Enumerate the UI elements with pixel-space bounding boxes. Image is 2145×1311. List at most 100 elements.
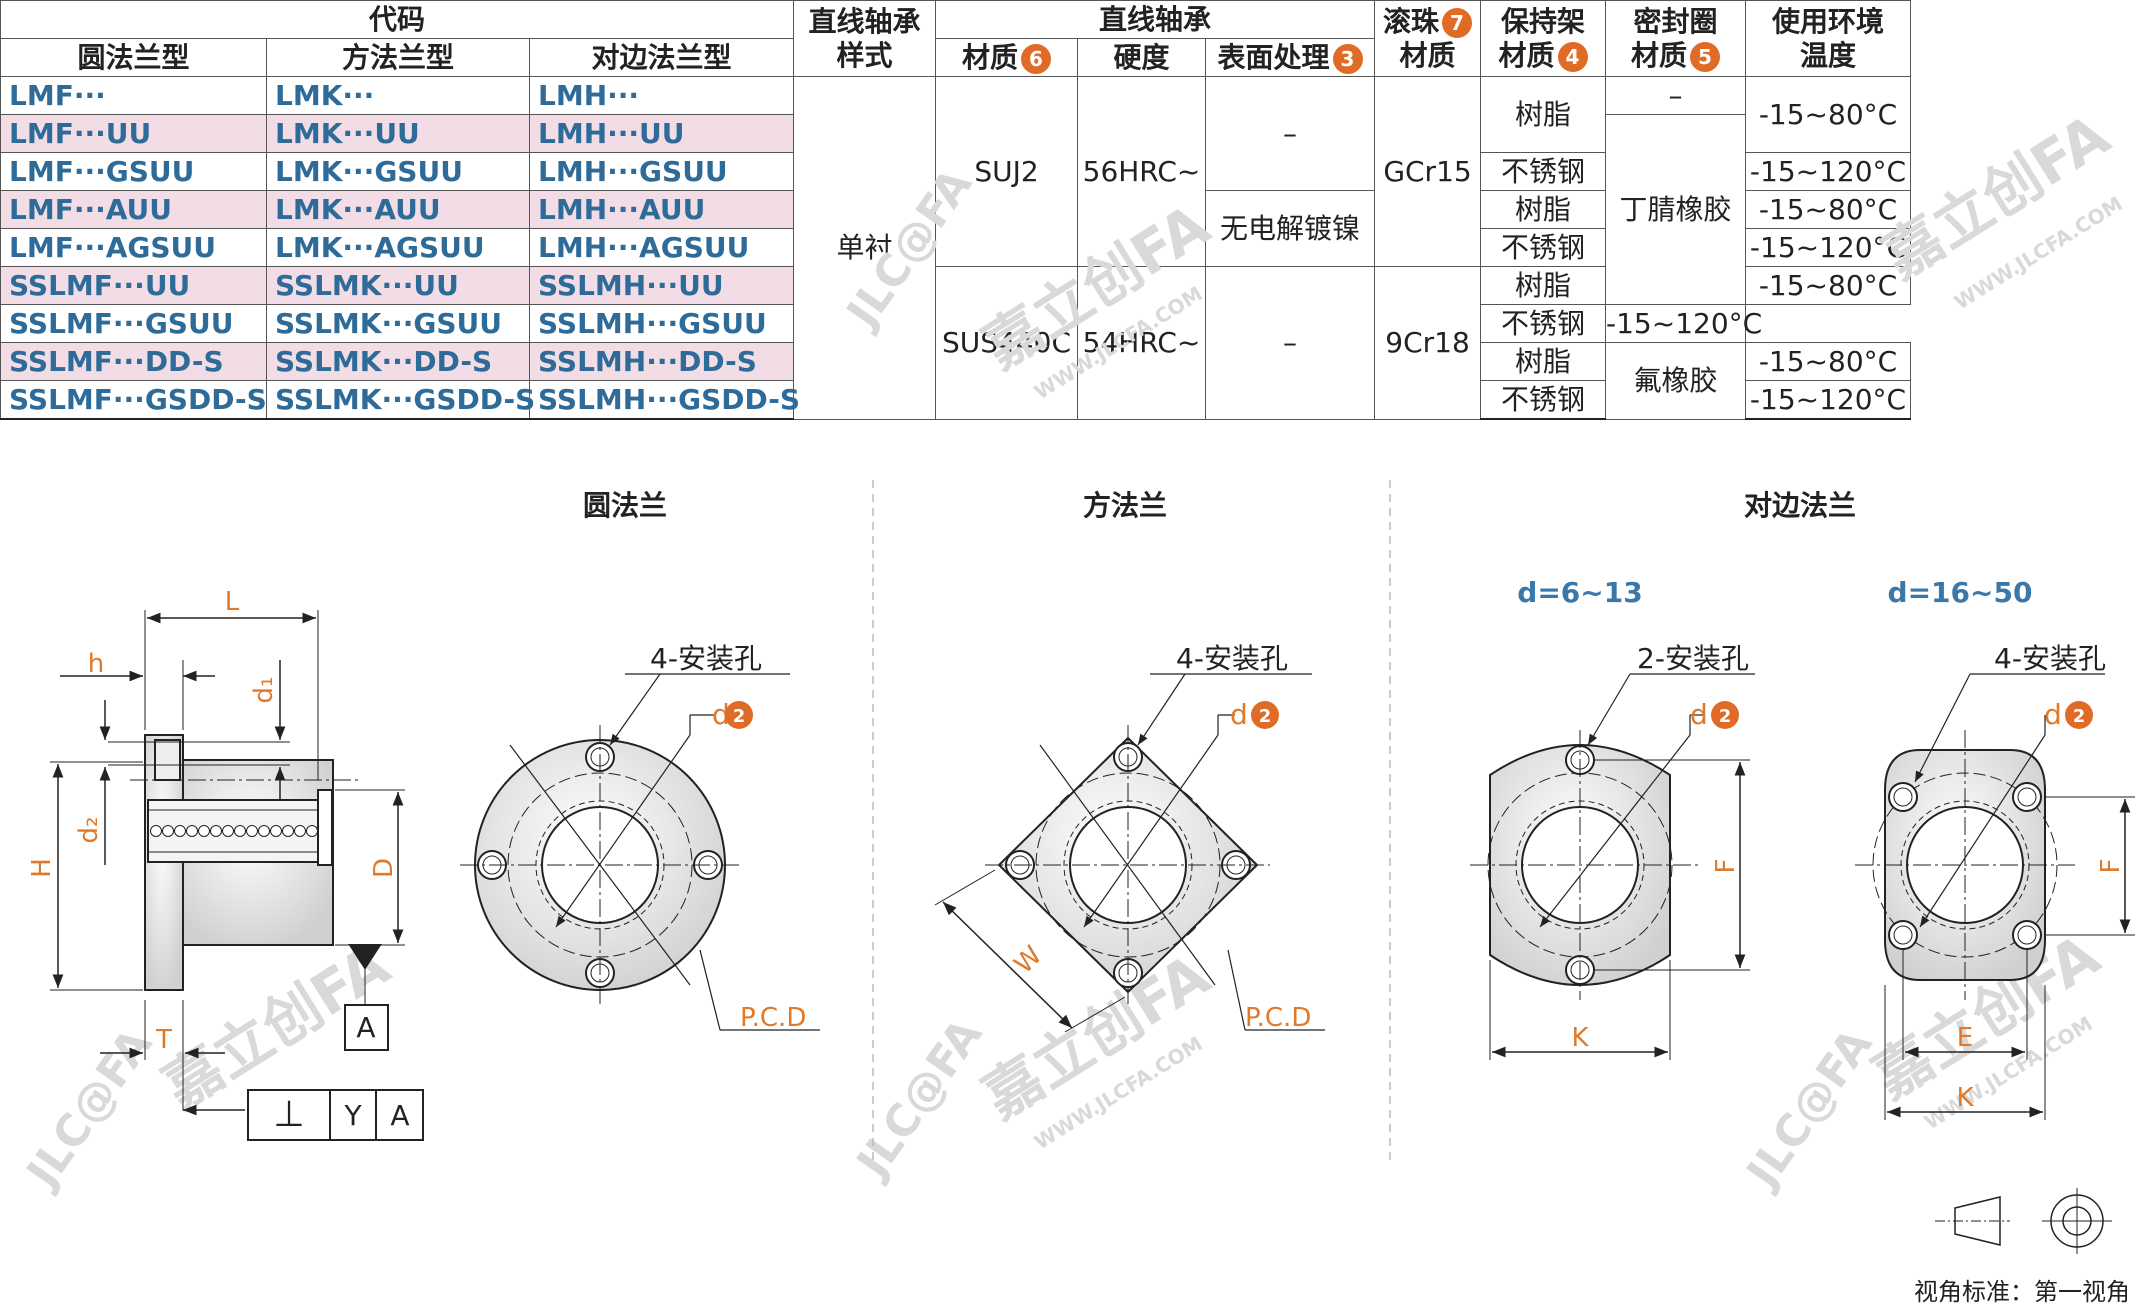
code-cell: SSLMK···GSDD-S — [266, 380, 535, 420]
code-cell: LMH···GSUU — [528, 152, 795, 191]
dim-W: W — [1009, 941, 1048, 980]
ball — [150, 825, 162, 837]
code-cell: SSLMK···UU — [266, 266, 530, 305]
material-sus: SUS440C — [935, 266, 1079, 420]
table-row: SSLMF···DD-S SSLMK···DD-S SSLMH···DD-S 树… — [0, 342, 1912, 420]
dim-h: h — [88, 649, 104, 679]
watermark-logo: JLC@FA — [16, 1020, 163, 1199]
surface-dash-1: – — [1205, 76, 1376, 191]
tol-A: A — [390, 1099, 409, 1132]
hdr-env: 使用环境温度 — [1745, 0, 1912, 77]
code-cell: LMF···AGSUU — [0, 228, 267, 267]
code-cell: LMH···AUU — [528, 190, 795, 229]
side-view — [50, 610, 424, 1141]
cage-resin: 树脂 — [1480, 342, 1607, 381]
ball — [234, 825, 246, 837]
badge-4: 4 — [1557, 41, 1588, 72]
surface-nickel: 无电解镀镍 — [1205, 190, 1376, 267]
temp-80: -15~80°C — [1745, 190, 1912, 229]
dim-D: D — [369, 858, 399, 878]
cage-resin: 树脂 — [1480, 76, 1607, 153]
code-cell: LMK···GSUU — [266, 152, 530, 191]
temp-120: -15~120°C — [1605, 304, 1762, 343]
cage-steel: 不锈钢 — [1480, 380, 1607, 420]
hdr-opposite: 对边法兰型 — [528, 38, 795, 77]
ball — [222, 825, 234, 837]
title-round: 圆法兰 — [583, 489, 667, 522]
ball — [174, 825, 186, 837]
code-cell: SSLMH···GSDD-S — [528, 380, 800, 420]
code-cell: LMF···GSUU — [0, 152, 267, 191]
code-cell: SSLMH···DD-S — [528, 342, 795, 381]
d-range-small: d=6~13 — [1517, 576, 1642, 609]
watermark-brand: 嘉立创FA — [1871, 101, 2121, 292]
ball — [198, 825, 210, 837]
badge-5: 5 — [1690, 41, 1721, 72]
hdr-hardness: 硬度 — [1077, 38, 1207, 77]
hdr-round: 圆法兰型 — [0, 38, 267, 77]
dim-T: T — [155, 1025, 172, 1055]
code-cell: LMF··· — [0, 76, 267, 115]
code-cell: SSLMK···DD-S — [266, 342, 530, 381]
dim-K-small: K — [1571, 1023, 1589, 1053]
watermark-logo: JLC@FA — [846, 1010, 993, 1189]
material-suj2: SUJ2 — [935, 76, 1079, 267]
dim-L: L — [225, 587, 240, 617]
square-flange-view — [934, 673, 1325, 1033]
dim-K-large: K — [1956, 1083, 1974, 1113]
datum-A: A — [356, 1011, 375, 1044]
code-cell: LMK···AUU — [266, 190, 530, 229]
label-holes-round: 4-安装孔 — [650, 642, 762, 675]
badge-2: 2 — [733, 706, 746, 727]
code-cell: SSLMF···UU — [0, 266, 267, 305]
badge-2-icon — [1711, 701, 1739, 729]
first-angle-projection-icon — [1935, 1188, 2112, 1254]
label-d-opp-small: d — [1690, 698, 1708, 731]
code-cell: LMH···AGSUU — [528, 228, 795, 267]
ball-9cr18: 9Cr18 — [1374, 266, 1482, 420]
cage-resin: 树脂 — [1480, 190, 1607, 229]
d-range-large: d=16~50 — [1888, 576, 2033, 609]
hdr-bearing-style: 直线轴承样式 — [793, 0, 937, 77]
tol-Y: Y — [343, 1099, 362, 1132]
temp-80: -15~80°C — [1745, 266, 1912, 305]
temp-120: -15~120°C — [1745, 380, 1912, 420]
style-cell: 单衬 — [793, 76, 937, 420]
badge-2: 2 — [1719, 706, 1732, 727]
watermark-logo: JLC@FA — [836, 160, 983, 339]
dim-E-large: E — [1957, 1023, 1973, 1053]
ball-gcr15: GCr15 — [1374, 76, 1482, 267]
dim-H: H — [27, 858, 57, 878]
dim-d1: d₁ — [249, 677, 279, 704]
ball — [246, 825, 258, 837]
badge-7: 7 — [1442, 7, 1473, 38]
watermark: 嘉立创FA WWW.JLCFA.COM JLC@FA 嘉立创FA WWW.JLC… — [16, 101, 2127, 1199]
code-cell: LMH···UU — [528, 114, 795, 153]
temp-120: -15~120°C — [1745, 228, 1912, 267]
ball — [258, 825, 270, 837]
hdr-bearing: 直线轴承 — [935, 0, 1376, 39]
cage-resin: 树脂 — [1480, 266, 1607, 305]
code-cell: LMH··· — [528, 76, 795, 115]
label-holes-square: 4-安装孔 — [1176, 642, 1288, 675]
badge-2-icon — [1251, 701, 1279, 729]
cage-steel: 不锈钢 — [1480, 304, 1607, 343]
dim-F-large: F — [2096, 859, 2126, 874]
table-row: SSLMF···GSUU SSLMK···GSUU SSLMH···GSUU 不… — [0, 304, 1911, 343]
code-cell: LMF···AUU — [0, 190, 267, 229]
title-square: 方法兰 — [1083, 489, 1167, 522]
round-flange-view — [460, 673, 820, 1031]
dim-F-small: F — [1711, 859, 1741, 874]
table-row: LMF··· LMK··· LMH··· 单衬 SUJ2 56HRC~ – GC… — [0, 76, 1912, 420]
badge-6: 6 — [1021, 43, 1052, 74]
table-row: LMF···GSUU LMK···GSUU LMH···GSUU 不锈钢 -15… — [0, 152, 1912, 191]
badge-2-icon — [2065, 701, 2093, 729]
seal-nbr: 丁腈橡胶 — [1605, 114, 1747, 305]
label-d-square: d — [1230, 698, 1248, 731]
code-cell: SSLMK···GSUU — [266, 304, 530, 343]
ball — [162, 825, 174, 837]
ball — [186, 825, 198, 837]
label-pcd-round: P.C.D — [740, 1003, 806, 1033]
code-cell: SSLMH···UU — [528, 266, 795, 305]
